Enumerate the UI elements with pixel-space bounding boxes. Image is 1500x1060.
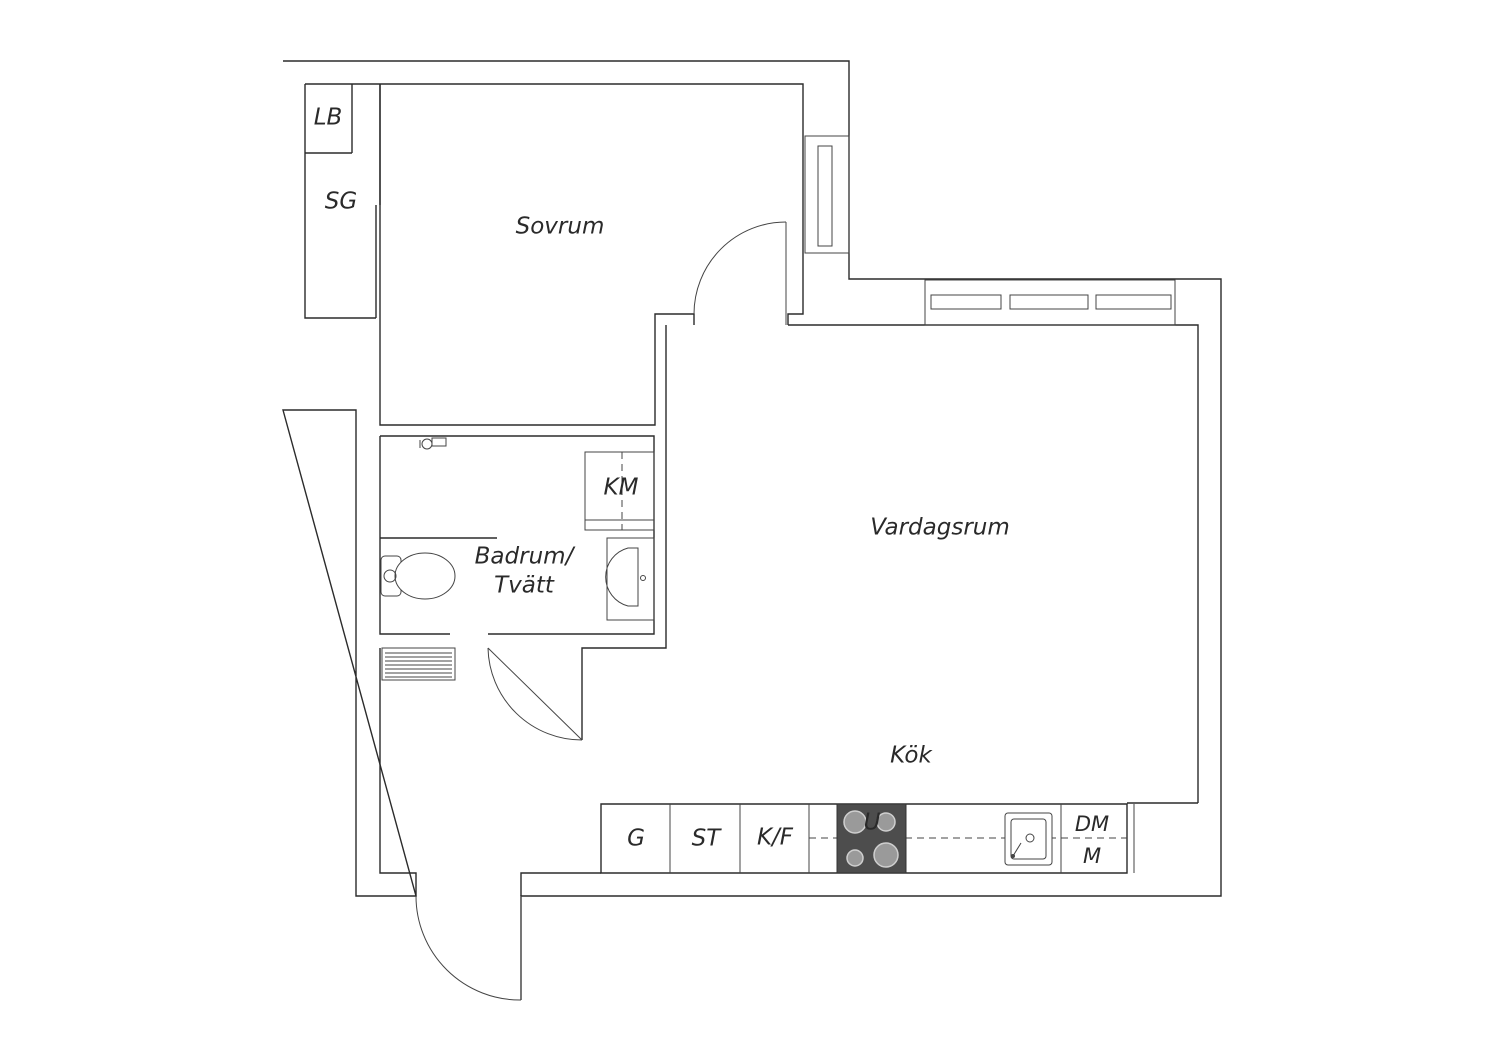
living-room-wall [581, 324, 1199, 803]
label-linen-cabinet: LB [314, 105, 343, 131]
label-dishwasher-line2: M [1083, 844, 1101, 868]
washing-machine [584, 451, 655, 531]
bathroom-sink [605, 537, 655, 621]
label-fridge-freezer: K/F [757, 825, 794, 851]
entrance-door [415, 895, 522, 1001]
room-label-living-room: Vardagsrum [870, 515, 1010, 541]
hallway-wall [379, 648, 601, 896]
kitchen-sink [1004, 812, 1053, 866]
label-washing-machine: KM [604, 475, 639, 501]
outer-wall [282, 60, 1222, 1000]
radiator [381, 647, 456, 681]
bedroom-window [804, 135, 850, 254]
room-label-kitchen: Kök [890, 743, 933, 769]
room-label-bathroom-line1: Badrum/ [475, 544, 576, 570]
room-label-bedroom: Sovrum [516, 214, 605, 240]
kitchen-counter [600, 802, 1198, 874]
living-room-window [924, 279, 1176, 326]
wardrobe-partition [304, 84, 381, 319]
label-dishwasher-line1: DM [1075, 812, 1109, 836]
shower-head-icon [419, 437, 447, 450]
label-wardrobe: SG [325, 189, 357, 215]
cooktop [836, 803, 907, 874]
toilet [380, 552, 456, 600]
bedroom-wall [305, 83, 804, 426]
label-pantry: ST [692, 826, 723, 852]
bedroom-door [693, 221, 787, 325]
bathroom-door [487, 647, 583, 741]
label-freezer: G [627, 826, 645, 852]
room-label-bathroom-line2: Tvätt [494, 573, 555, 599]
label-oven: U [864, 810, 881, 836]
bathroom-wall [379, 435, 655, 635]
